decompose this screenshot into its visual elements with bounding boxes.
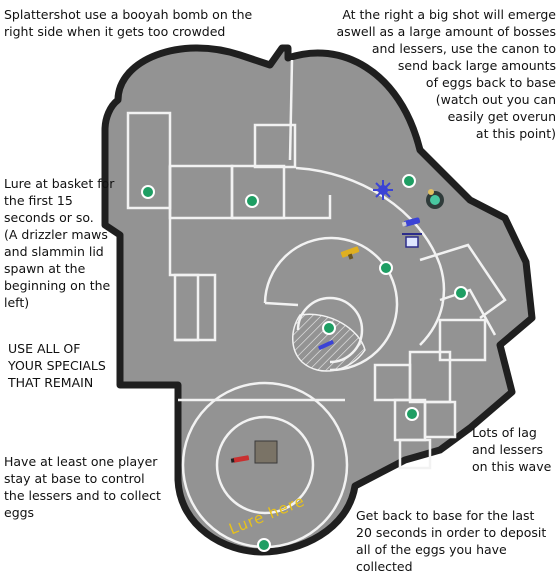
spiral-connector <box>264 301 299 307</box>
note-base-player: Have at least one player stay at base to… <box>4 454 161 520</box>
wall-line <box>232 195 332 220</box>
wall-line <box>419 243 507 320</box>
note-specials: USE ALL OF YOUR SPECIALS THAT REMAIN <box>8 341 106 390</box>
spawn-markers <box>141 174 468 552</box>
wall-block <box>126 111 172 210</box>
boss-icon-blue-spiky <box>373 180 393 200</box>
wall-curve <box>295 166 446 346</box>
wall-block <box>253 123 297 169</box>
spawn-marker <box>405 407 419 421</box>
boss-icon-steelhead <box>426 189 444 209</box>
spawn-marker <box>245 194 259 208</box>
note-get-back: Get back to base for the last 20 seconds… <box>356 508 547 574</box>
spawn-marker <box>379 261 393 275</box>
wall-block <box>423 400 457 439</box>
wall-block <box>398 438 432 470</box>
note-lure-basket: Lure at basket for the first 15 seconds … <box>4 176 115 310</box>
walls <box>126 59 507 549</box>
spawn-marker <box>322 321 336 335</box>
egg-basket <box>254 440 278 464</box>
wall-block <box>438 318 487 362</box>
note-top-right: At the right a big shot will emerge aswe… <box>336 7 556 141</box>
map-icons <box>230 180 444 463</box>
wall-line <box>439 288 497 336</box>
weapon-icon-red <box>230 455 250 463</box>
spawn-marker <box>454 286 468 300</box>
wall-line <box>288 59 294 161</box>
spawn-marker <box>257 538 271 552</box>
spawn-marker <box>402 174 416 188</box>
map-stage: Lure here Splattershot use a booyah bomb… <box>4 7 556 574</box>
weapon-icon-yellow <box>340 246 360 260</box>
weapon-icon-splattershot <box>318 340 334 350</box>
spawn-marker <box>141 185 155 199</box>
note-top-left: Splattershot use a booyah bomb on the ri… <box>4 7 253 39</box>
wall-block <box>173 273 217 342</box>
spiral-outer <box>263 236 399 372</box>
map-svg <box>101 44 536 556</box>
boss-icon-drone <box>402 233 422 248</box>
note-lag: Lots of lag and lessers on this wave <box>472 425 552 474</box>
base-ring-inner <box>215 415 315 515</box>
boss-icon-scrapper <box>401 217 421 227</box>
